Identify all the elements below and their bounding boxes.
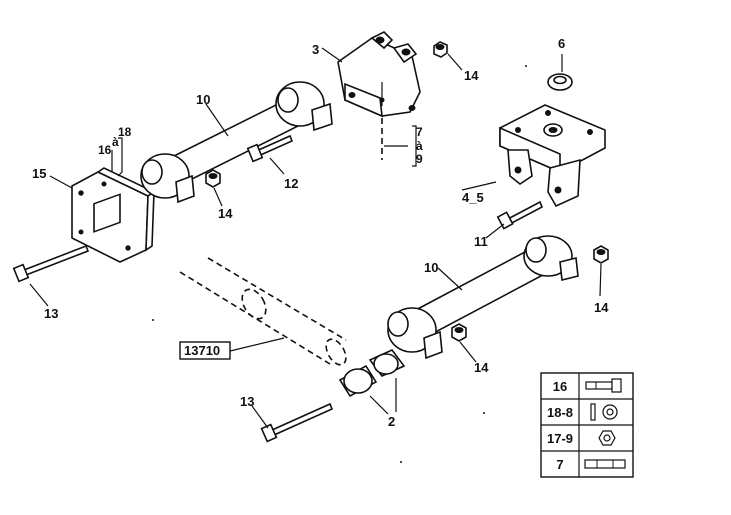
nut-part-14-left — [205, 169, 221, 188]
callout-10-upper: 10 — [196, 92, 210, 107]
bolt-part-13-bottom — [260, 402, 334, 443]
speck — [400, 461, 402, 463]
leader-line — [213, 187, 223, 207]
callout-16: 16 — [98, 143, 112, 157]
callout-14-left: 14 — [218, 206, 233, 221]
legend-code-1: 16 — [553, 379, 567, 394]
callout-13-bottom: 13 — [240, 394, 254, 409]
callout-14-lower: 14 — [474, 360, 489, 375]
washer-icon — [590, 403, 618, 421]
bracket-brace — [412, 125, 417, 167]
callout-3: 3 — [312, 42, 319, 57]
part-number-box — [179, 341, 231, 360]
speck — [483, 412, 485, 414]
leader-line — [251, 405, 269, 429]
callout-7: 7 — [416, 125, 423, 139]
callout-13710: 13710 — [184, 343, 220, 358]
leader-line — [321, 47, 343, 63]
stud-icon — [584, 459, 626, 469]
nut-part-14-right — [593, 245, 609, 264]
callout-13-left: 13 — [44, 306, 58, 321]
plate-part-15 — [71, 167, 156, 263]
callout-9: 9 — [416, 152, 423, 166]
callout-14-right: 14 — [594, 300, 609, 315]
legend-code-3: 17-9 — [547, 431, 573, 446]
nut-part-14-top — [433, 41, 448, 58]
leader-line — [269, 157, 285, 175]
callout-12: 12 — [284, 176, 298, 191]
leader-line — [459, 341, 477, 363]
callout-18: 18 — [118, 125, 132, 139]
callout-6: 6 — [558, 36, 565, 51]
leader-line — [205, 103, 229, 137]
clamp-part-2 — [338, 349, 406, 398]
nut-icon — [598, 430, 616, 446]
speck — [525, 65, 527, 67]
legend-code-2: 18-8 — [547, 405, 573, 420]
speck — [152, 319, 154, 321]
torque-rod-part-10-upper — [140, 81, 333, 204]
bolt-part-12 — [246, 134, 294, 163]
callout-10-lower: 10 — [424, 260, 438, 275]
torque-rod-part-10-lower — [387, 235, 579, 360]
mount-part-4-5 — [499, 104, 606, 208]
callout-a-2: à — [416, 139, 423, 153]
leader-line — [437, 267, 463, 291]
leader-line — [599, 263, 602, 297]
callout-4-5: 4_5 — [462, 190, 484, 205]
leader-line — [49, 175, 73, 189]
leader-line — [29, 283, 49, 307]
callout-15: 15 — [32, 166, 46, 181]
callout-14-top: 14 — [464, 68, 479, 83]
bolt-part-11 — [496, 200, 544, 230]
bolt-part-13-left — [12, 244, 90, 283]
leader-line — [485, 223, 505, 239]
leader-line — [461, 181, 497, 191]
tube-part-13710 — [179, 257, 347, 366]
nut-part-14-lower — [451, 323, 467, 342]
washer-part-6 — [547, 73, 573, 91]
legend-table: 16 18-8 17-9 7 — [540, 372, 634, 478]
callout-a-1: à — [112, 135, 119, 149]
leader-line — [369, 395, 389, 415]
callout-11: 11 — [474, 234, 488, 249]
legend-code-4: 7 — [556, 457, 563, 472]
bracket-part-3 — [337, 31, 421, 160]
callout-2: 2 — [388, 414, 395, 429]
leader-line — [225, 337, 285, 353]
bolt-icon — [585, 378, 622, 393]
bracket-brace — [117, 137, 123, 177]
leader-line — [447, 53, 463, 71]
